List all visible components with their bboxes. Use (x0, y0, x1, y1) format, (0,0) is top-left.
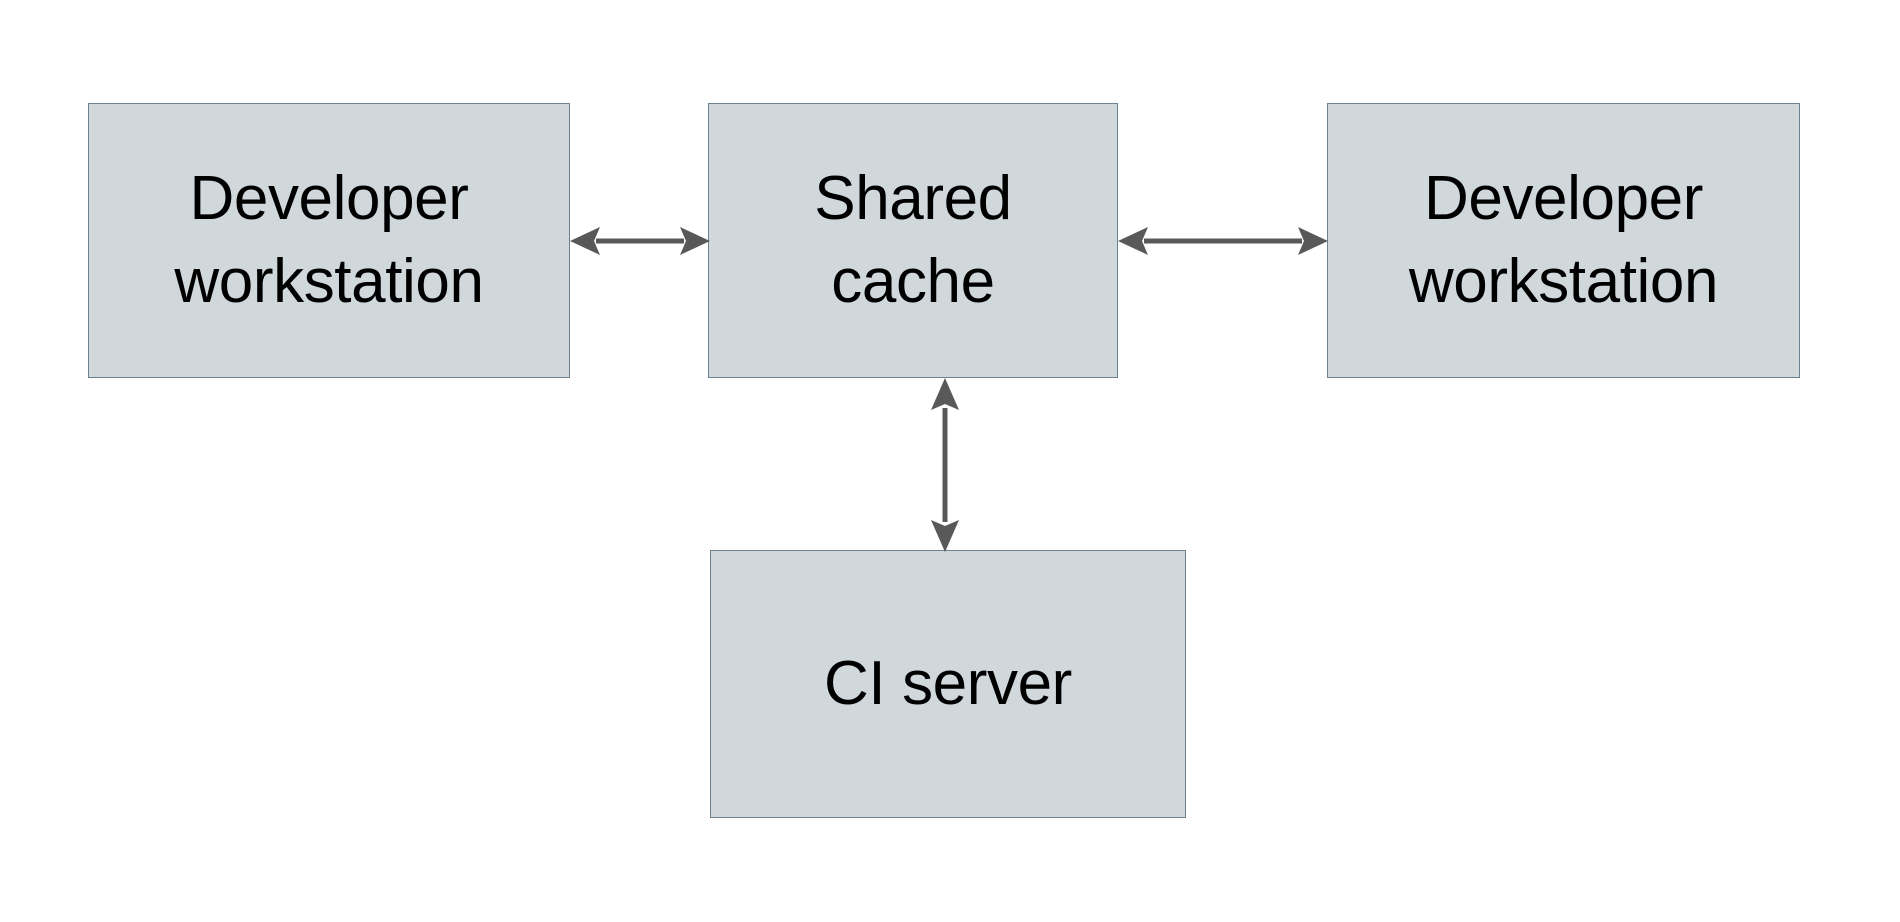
edge-shared-cache-to-ci-server (931, 378, 959, 552)
edge-developer-left-to-shared-cache (570, 227, 710, 255)
node-ci-server[interactable]: CI server (710, 550, 1186, 818)
node-shared-cache[interactable]: Shared cache (708, 103, 1118, 378)
node-developer-workstation-left[interactable]: Developer workstation (88, 103, 570, 378)
node-label: Shared cache (814, 164, 1012, 316)
node-developer-workstation-right[interactable]: Developer workstation (1327, 103, 1800, 378)
node-label: Developer workstation (1408, 164, 1719, 316)
node-label: Developer workstation (174, 164, 484, 316)
node-label: CI server (824, 648, 1072, 718)
edge-shared-cache-to-developer-right (1118, 227, 1328, 255)
